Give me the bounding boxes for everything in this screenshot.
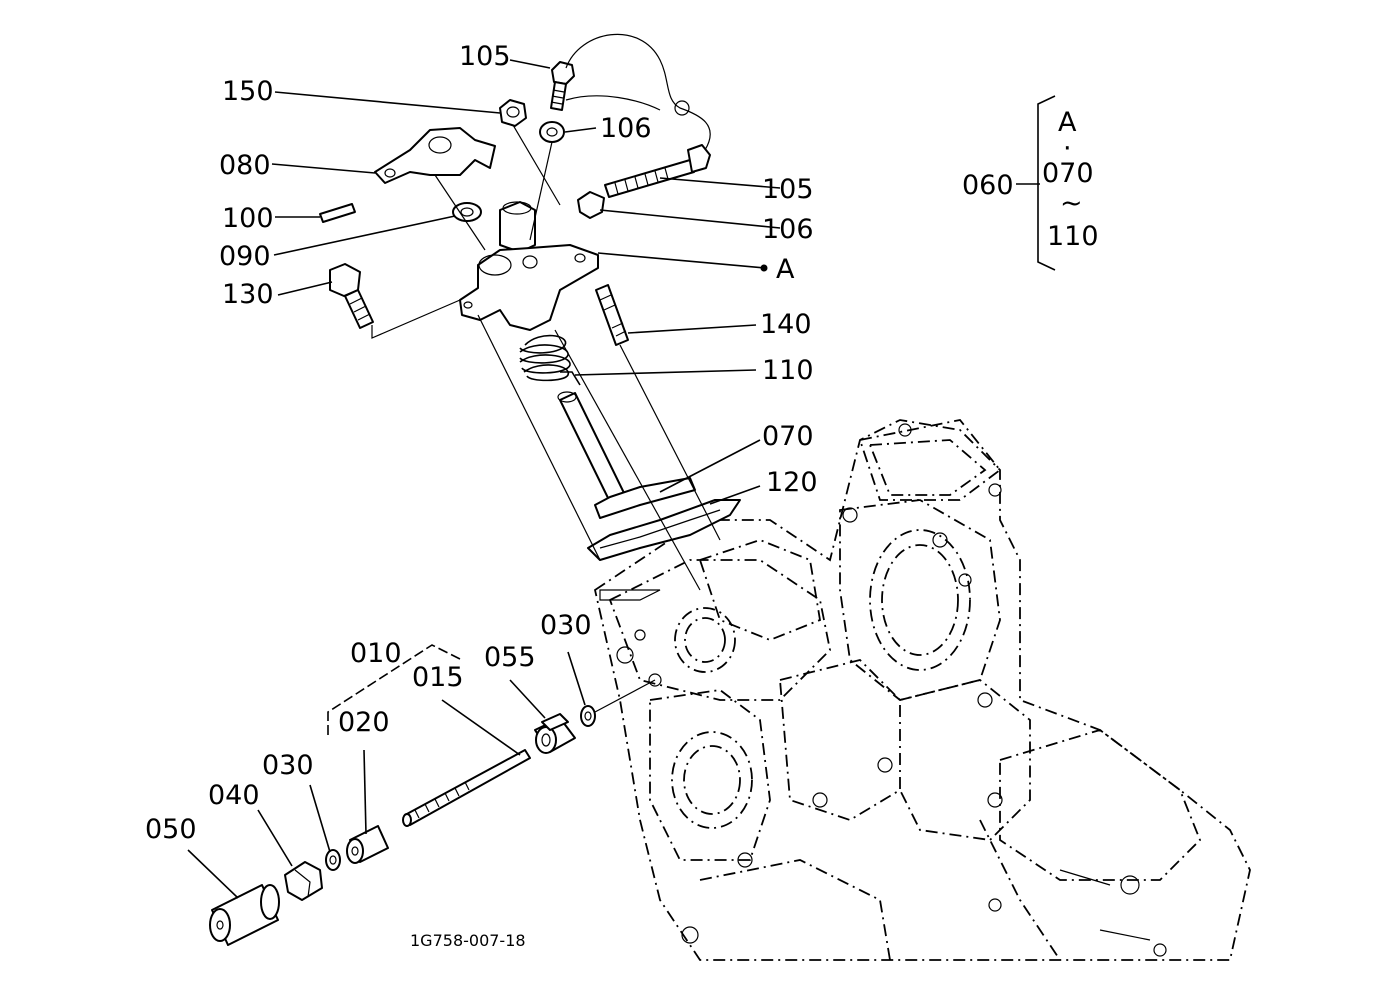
part-105-bolt-side	[604, 144, 711, 198]
part-030-washer-lower	[325, 849, 341, 871]
legend: 060 A · 070 ~ 110	[962, 107, 1099, 252]
label-140: 140	[760, 309, 812, 340]
label-040: 040	[208, 780, 260, 811]
label-105-side: 105	[762, 174, 814, 205]
label-106-side: 106	[762, 214, 814, 245]
legend-brace	[1037, 95, 1056, 271]
label-150: 150	[222, 76, 274, 107]
part-106-washer-top	[539, 121, 565, 143]
label-130: 130	[222, 279, 274, 310]
guide-lines-upper	[371, 124, 721, 591]
label-030-upper: 030	[540, 610, 592, 641]
label-050: 050	[145, 814, 197, 845]
legend-mid-070: 070	[1042, 158, 1094, 189]
leader-lines	[187, 59, 1040, 899]
label-070: 070	[762, 421, 814, 452]
part-055-bushing	[534, 713, 576, 754]
part-030-washer-upper	[580, 705, 596, 727]
part-120-gasket	[587, 499, 741, 561]
part-labels: 105 150 106 080 105 100 106 090 A 130 14…	[145, 41, 818, 845]
label-080: 080	[219, 150, 271, 181]
label-A: A	[776, 254, 795, 285]
part-040-nut	[284, 861, 323, 901]
wire-seal	[565, 33, 711, 151]
label-015: 015	[412, 662, 464, 693]
part-110-spring	[519, 334, 581, 386]
legend-group-060: 060	[962, 170, 1014, 201]
label-110: 110	[762, 355, 814, 386]
label-120: 120	[766, 467, 818, 498]
label-020: 020	[338, 707, 390, 738]
part-080-lever	[374, 127, 496, 184]
figure-code: 1G758-007-18	[410, 931, 526, 950]
legend-top-A: A	[1058, 107, 1077, 138]
guide-line-lower	[594, 679, 656, 713]
part-070-shaft	[557, 391, 696, 519]
part-050-cap	[209, 884, 280, 946]
legend-tilde: ~	[1060, 188, 1083, 219]
governor-housing	[459, 201, 599, 331]
part-140-stud	[595, 284, 629, 346]
gear-case-housing	[593, 419, 1251, 961]
part-130-bolt	[329, 263, 374, 329]
part-020-sleeve	[346, 825, 389, 864]
bracket-010	[327, 644, 463, 735]
legend-bottom-110: 110	[1047, 221, 1099, 252]
wire-seal-tag	[674, 100, 690, 116]
part-106-washer-side	[577, 191, 605, 219]
part-090-washer	[452, 202, 482, 222]
label-106-top: 106	[600, 113, 652, 144]
label-105-top: 105	[459, 41, 511, 72]
part-015-screw	[402, 749, 531, 827]
label-100: 100	[222, 203, 274, 234]
part-105-bolt-top	[550, 61, 575, 111]
legend-dot: ·	[1063, 133, 1072, 164]
label-010: 010	[350, 638, 402, 669]
part-100-pin	[319, 203, 356, 223]
label-055: 055	[484, 642, 536, 673]
label-090: 090	[219, 241, 271, 272]
label-030-lower: 030	[262, 750, 314, 781]
part-150-nut	[499, 99, 527, 127]
